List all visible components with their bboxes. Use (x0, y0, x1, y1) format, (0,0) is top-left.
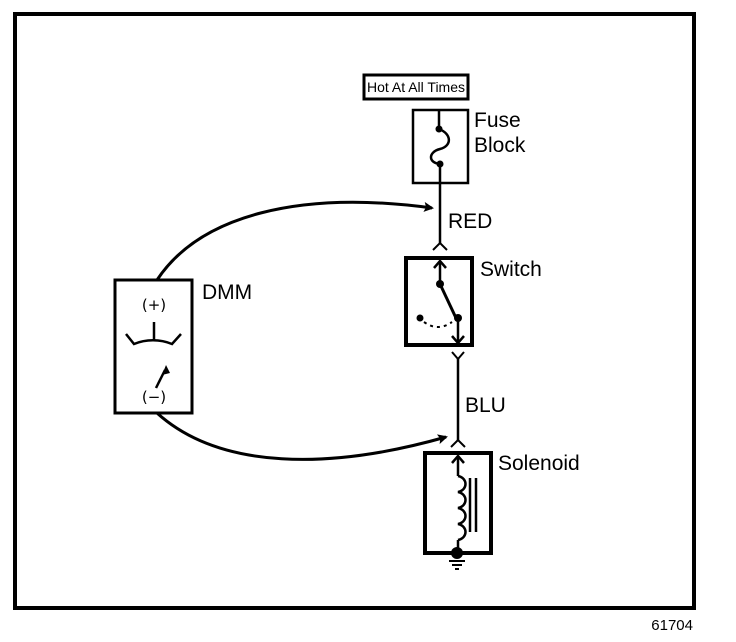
connector-icon (451, 351, 465, 361)
test-lead-positive (155, 200, 434, 281)
dmm-negative-label: (−) (142, 388, 166, 406)
fuse-label-line1: Fuse (474, 109, 521, 132)
figure-number: 61704 (651, 617, 693, 634)
fuse-block: Fuse Block (411, 108, 526, 185)
diagram-frame (13, 12, 696, 610)
switch: Switch (404, 256, 542, 347)
connector-icon (450, 438, 466, 448)
fuse-icon (429, 110, 451, 183)
fuse-label-line2: Block (474, 134, 526, 157)
switch-icon (416, 259, 465, 345)
test-lead-negative (155, 411, 448, 461)
meter-icon (125, 322, 182, 389)
coil-icon (451, 454, 478, 552)
wire-red-label: RED (448, 210, 492, 233)
ground-icon (449, 547, 465, 570)
power-source-box: Hot At All Times (362, 73, 470, 101)
dmm-label: DMM (202, 281, 252, 304)
wire-blu: BLU (450, 351, 506, 448)
dmm-positive-label: (+) (142, 296, 166, 314)
solenoid: Solenoid (423, 451, 580, 570)
solenoid-label: Solenoid (498, 452, 580, 475)
connector-icon (432, 241, 448, 251)
wire-red: RED (432, 183, 492, 251)
dmm: (+) (−) DMM (113, 278, 252, 415)
wire-blu-label: BLU (465, 394, 506, 417)
switch-label: Switch (480, 258, 542, 281)
power-source-label: Hot At All Times (367, 79, 465, 95)
